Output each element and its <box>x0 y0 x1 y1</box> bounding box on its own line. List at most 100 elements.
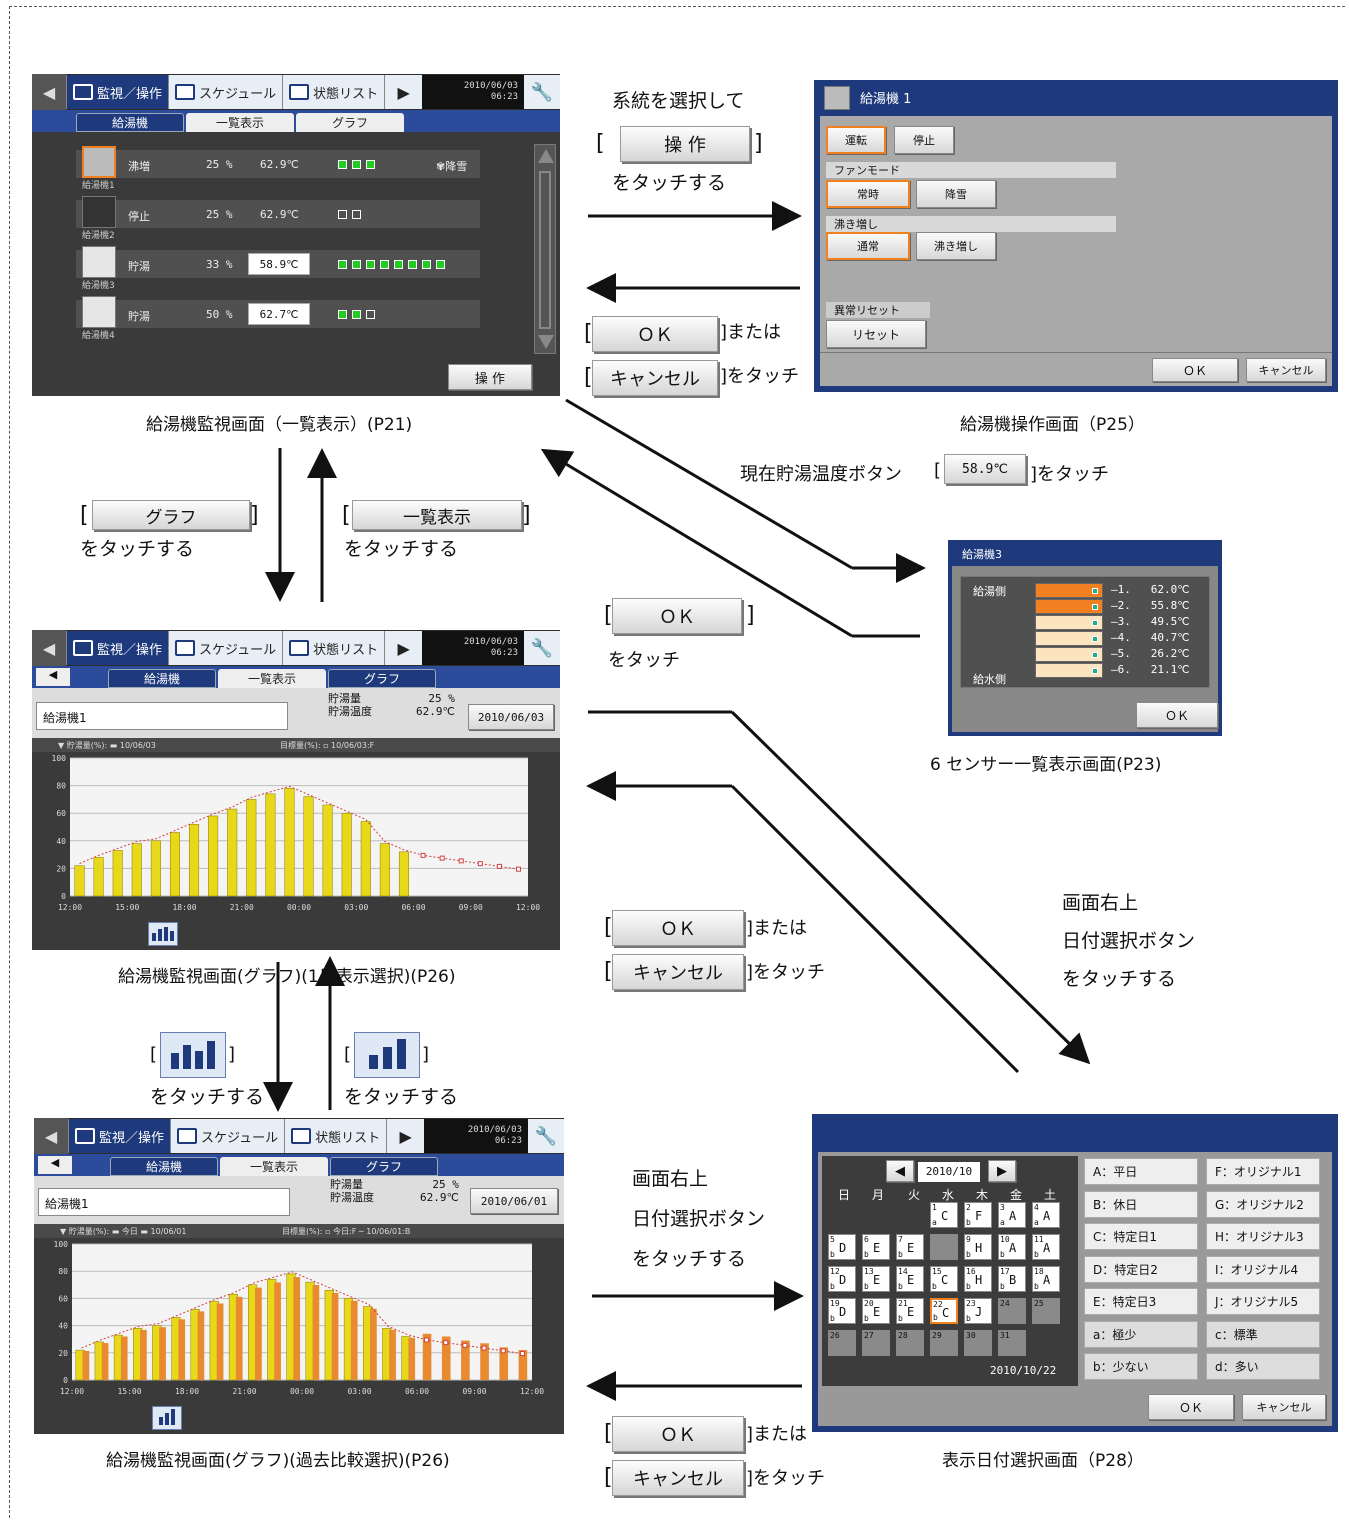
day-category-button[interactable]: c：標準 <box>1206 1320 1320 1348</box>
cancel-button[interactable]: キャンセル <box>1242 1394 1326 1420</box>
scroll-up-icon[interactable] <box>538 149 554 163</box>
ok-button[interactable]: ＯＫ <box>1148 1394 1234 1420</box>
compare-chart-icon[interactable] <box>148 922 178 946</box>
tab-graph[interactable]: グラフ <box>330 1157 438 1176</box>
list-item[interactable]: 給湯機1 沸増 25 % 62.9℃ ✾降雪 <box>76 146 480 191</box>
day-category-button[interactable]: C：特定日1 <box>1084 1223 1198 1250</box>
heater-icon[interactable] <box>82 146 116 178</box>
normal-button[interactable]: 通常 <box>826 232 910 260</box>
temp-button[interactable]: 58.9℃ <box>248 253 310 275</box>
day-category-button[interactable]: a：極少 <box>1084 1320 1198 1348</box>
wrench-icon[interactable]: 🔧 <box>524 75 560 109</box>
day-category-button[interactable]: F：オリジナル1 <box>1206 1158 1320 1185</box>
snow-button[interactable]: 降雪 <box>916 180 996 208</box>
ok-button[interactable]: ＯＫ <box>1152 358 1238 382</box>
nav-forward-button[interactable]: ▶ <box>384 75 423 109</box>
nav-forward-button[interactable]: ▶ <box>384 631 423 665</box>
calendar-day[interactable]: 24 <box>998 1298 1026 1324</box>
day-category-button[interactable]: d：多い <box>1206 1353 1320 1380</box>
tab-monitor[interactable]: 監視／操作 <box>68 1119 171 1153</box>
tab-monitor[interactable]: 監視／操作 <box>66 75 169 109</box>
tab-status-list[interactable]: 状態リスト <box>284 1119 387 1153</box>
subtab-back-button[interactable]: ◀ <box>38 1156 72 1174</box>
scroll-thumb[interactable] <box>539 171 551 329</box>
scrollbar[interactable] <box>534 144 556 354</box>
calendar-day[interactable]: 26 <box>828 1330 856 1356</box>
tab-graph[interactable]: グラフ <box>296 113 404 132</box>
day-category-button[interactable]: B：休日 <box>1084 1190 1198 1218</box>
calendar-day[interactable]: 25 <box>1032 1298 1060 1324</box>
day-category-button[interactable]: G：オリジナル2 <box>1206 1190 1320 1218</box>
day-category-button[interactable]: I：オリジナル4 <box>1206 1255 1320 1283</box>
day-category-button[interactable]: J：オリジナル5 <box>1206 1288 1320 1315</box>
subtab-back-button[interactable]: ◀ <box>36 668 70 686</box>
nav-back-button[interactable]: ◀ <box>34 1118 68 1154</box>
tab-list[interactable]: 一覧表示 <box>220 1157 328 1176</box>
tab-unit[interactable]: 給湯機 <box>108 669 216 688</box>
day-category-button[interactable]: D：特定日2 <box>1084 1255 1198 1283</box>
reset-button[interactable]: リセット <box>826 320 926 348</box>
unit-name-box[interactable]: 給湯機1 <box>36 702 288 730</box>
nav-back-button[interactable]: ◀ <box>32 630 66 666</box>
unit-name-box[interactable]: 給湯機1 <box>38 1188 290 1216</box>
ok-button[interactable]: ＯＫ <box>1136 702 1218 728</box>
tab-list[interactable]: 一覧表示 <box>186 113 294 132</box>
list-item[interactable]: 給湯機2 停止 25 % 62.9℃ <box>76 196 480 241</box>
day-category-button[interactable]: E：特定日3 <box>1084 1288 1198 1315</box>
stop-button[interactable]: 停止 <box>894 126 954 154</box>
temp-button[interactable]: 62.7℃ <box>248 303 310 325</box>
calendar-day[interactable]: 28 <box>896 1330 924 1356</box>
calendar-day[interactable]: 30 <box>964 1330 992 1356</box>
operate-button[interactable]: 操 作 <box>448 364 532 390</box>
tab-status-list[interactable]: 状態リスト <box>282 75 385 109</box>
calendar-day[interactable]: 27 <box>862 1330 890 1356</box>
tank-icon[interactable] <box>82 246 116 278</box>
day-category-button[interactable]: b：少ない <box>1084 1353 1198 1380</box>
tab-schedule[interactable]: スケジュール <box>168 75 283 109</box>
always-button[interactable]: 常時 <box>826 180 910 208</box>
run-button[interactable]: 運転 <box>826 126 886 154</box>
day-category-button[interactable]: A：平日 <box>1084 1158 1198 1185</box>
day-category-button[interactable]: H：オリジナル3 <box>1206 1223 1320 1250</box>
tab-unit[interactable]: 給湯機 <box>110 1157 218 1176</box>
tab-status-list[interactable]: 状態リスト <box>282 631 385 665</box>
date-select-button[interactable]: 2010/06/03 <box>468 704 554 730</box>
heater-icon[interactable] <box>82 196 116 228</box>
day-chart-icon[interactable] <box>152 1406 182 1430</box>
calendar-day[interactable]: 31 <box>998 1330 1026 1356</box>
tank-icon[interactable] <box>82 296 116 328</box>
calendar-day[interactable]: 29 <box>930 1330 958 1356</box>
nav-back-button[interactable]: ◀ <box>32 74 66 110</box>
tab-schedule[interactable]: スケジュール <box>168 631 283 665</box>
wrench-icon[interactable]: 🔧 <box>528 1119 564 1153</box>
boost-button[interactable]: 沸き増し <box>916 232 996 260</box>
date-select-button[interactable]: 2010/06/01 <box>470 1188 558 1214</box>
tab-graph[interactable]: グラフ <box>328 669 436 688</box>
tab-monitor[interactable]: 監視／操作 <box>66 631 169 665</box>
list-item[interactable]: 給湯機3 貯湯 33 % 58.9℃ <box>76 246 480 291</box>
calendar-day[interactable] <box>930 1234 958 1260</box>
tab-schedule[interactable]: スケジュール <box>170 1119 285 1153</box>
